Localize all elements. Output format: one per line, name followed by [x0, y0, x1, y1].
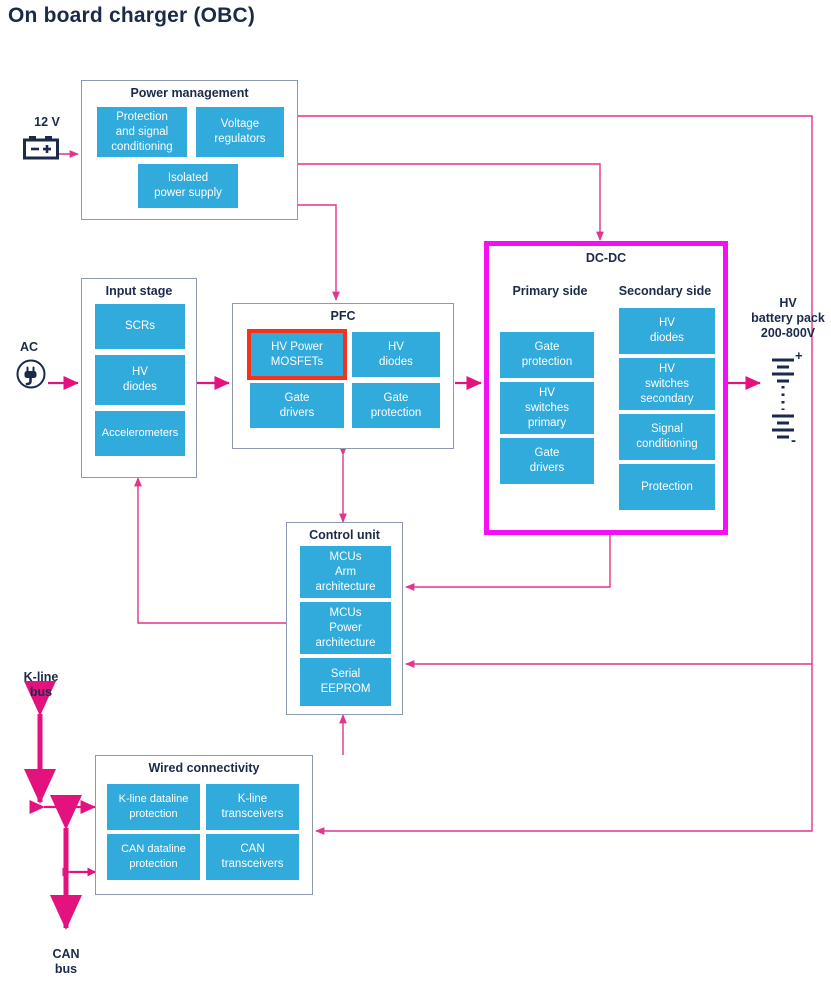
block-can-dataline-protection[interactable]: CAN dataline protection — [107, 834, 200, 880]
block-can-transceivers[interactable]: CAN transceivers — [206, 834, 299, 880]
group-control-unit[interactable]: Control unit MCUs Arm architecture MCUs … — [286, 522, 403, 715]
group-wired-connectivity[interactable]: Wired connectivity K-line dataline prote… — [95, 755, 313, 895]
block-k-line-dataline-protection[interactable]: K-line dataline protection — [107, 784, 200, 830]
block-hv-switches-primary[interactable]: HV switches primary — [500, 382, 594, 434]
group-title-control-unit: Control unit — [309, 528, 380, 542]
group-title-wired-connectivity: Wired connectivity — [148, 761, 260, 775]
block-hv-power-mosfets[interactable]: HV Power MOSFETs — [247, 329, 347, 380]
block-protection-and-signal-conditioning[interactable]: Protection and signal conditioning — [97, 107, 187, 157]
block-scrs[interactable]: SCRs — [95, 304, 185, 349]
block-gate-drivers-pfc[interactable]: Gate drivers — [250, 383, 344, 428]
battery-cell-icon: + - — [760, 352, 803, 449]
svg-text:+: + — [795, 352, 803, 363]
block-mcus-arm-architecture[interactable]: MCUs Arm architecture — [300, 546, 391, 598]
group-power-management[interactable]: Power management Protection and signal c… — [81, 80, 298, 220]
group-dcdc[interactable]: DC-DC Primary side Secondary side Gate p… — [484, 241, 728, 535]
block-k-line-transceivers[interactable]: K-line transceivers — [206, 784, 299, 830]
block-hv-diodes-secondary[interactable]: HV diodes — [619, 308, 715, 354]
block-gate-protection-pfc[interactable]: Gate protection — [352, 383, 440, 428]
subheader-secondary-side: Secondary side — [618, 284, 712, 298]
group-title-input-stage: Input stage — [105, 284, 173, 298]
block-serial-eeprom[interactable]: Serial EEPROM — [300, 658, 391, 706]
block-hv-diodes-input[interactable]: HV diodes — [95, 355, 185, 405]
block-hv-switches-secondary[interactable]: HV switches secondary — [619, 358, 715, 410]
label-12v: 12 V — [34, 115, 60, 129]
ac-plug-icon — [14, 358, 48, 392]
group-input-stage[interactable]: Input stage SCRs HV diodes Accelerometer… — [81, 278, 197, 478]
group-pfc[interactable]: PFC HV Power MOSFETs HV diodes Gate driv… — [232, 303, 454, 449]
block-mcus-power-architecture[interactable]: MCUs Power architecture — [300, 602, 391, 654]
block-accelerometers[interactable]: Accelerometers — [95, 411, 185, 456]
block-gate-protection-primary[interactable]: Gate protection — [500, 332, 594, 378]
label-can-bus: CAN bus — [52, 947, 80, 976]
battery-icon — [22, 136, 62, 164]
group-title-dcdc: DC-DC — [585, 251, 627, 265]
block-hv-diodes-pfc[interactable]: HV diodes — [352, 332, 440, 377]
block-protection-secondary[interactable]: Protection — [619, 464, 715, 510]
label-k-line-bus: K-line bus — [23, 670, 59, 699]
svg-text:-: - — [791, 432, 796, 449]
label-hv-battery-pack: HV battery pack 200-800V — [751, 296, 825, 340]
subheader-primary-side: Primary side — [512, 284, 588, 298]
block-voltage-regulators[interactable]: Voltage regulators — [196, 107, 284, 157]
block-signal-conditioning-secondary[interactable]: Signal conditioning — [619, 414, 715, 460]
label-ac: AC — [19, 340, 39, 354]
block-isolated-power-supply[interactable]: Isolated power supply — [138, 164, 238, 208]
group-title-power-management: Power management — [130, 86, 249, 100]
page-title: On board charger (OBC) — [8, 4, 256, 27]
block-gate-drivers-primary[interactable]: Gate drivers — [500, 438, 594, 484]
group-title-pfc: PFC — [330, 309, 356, 323]
